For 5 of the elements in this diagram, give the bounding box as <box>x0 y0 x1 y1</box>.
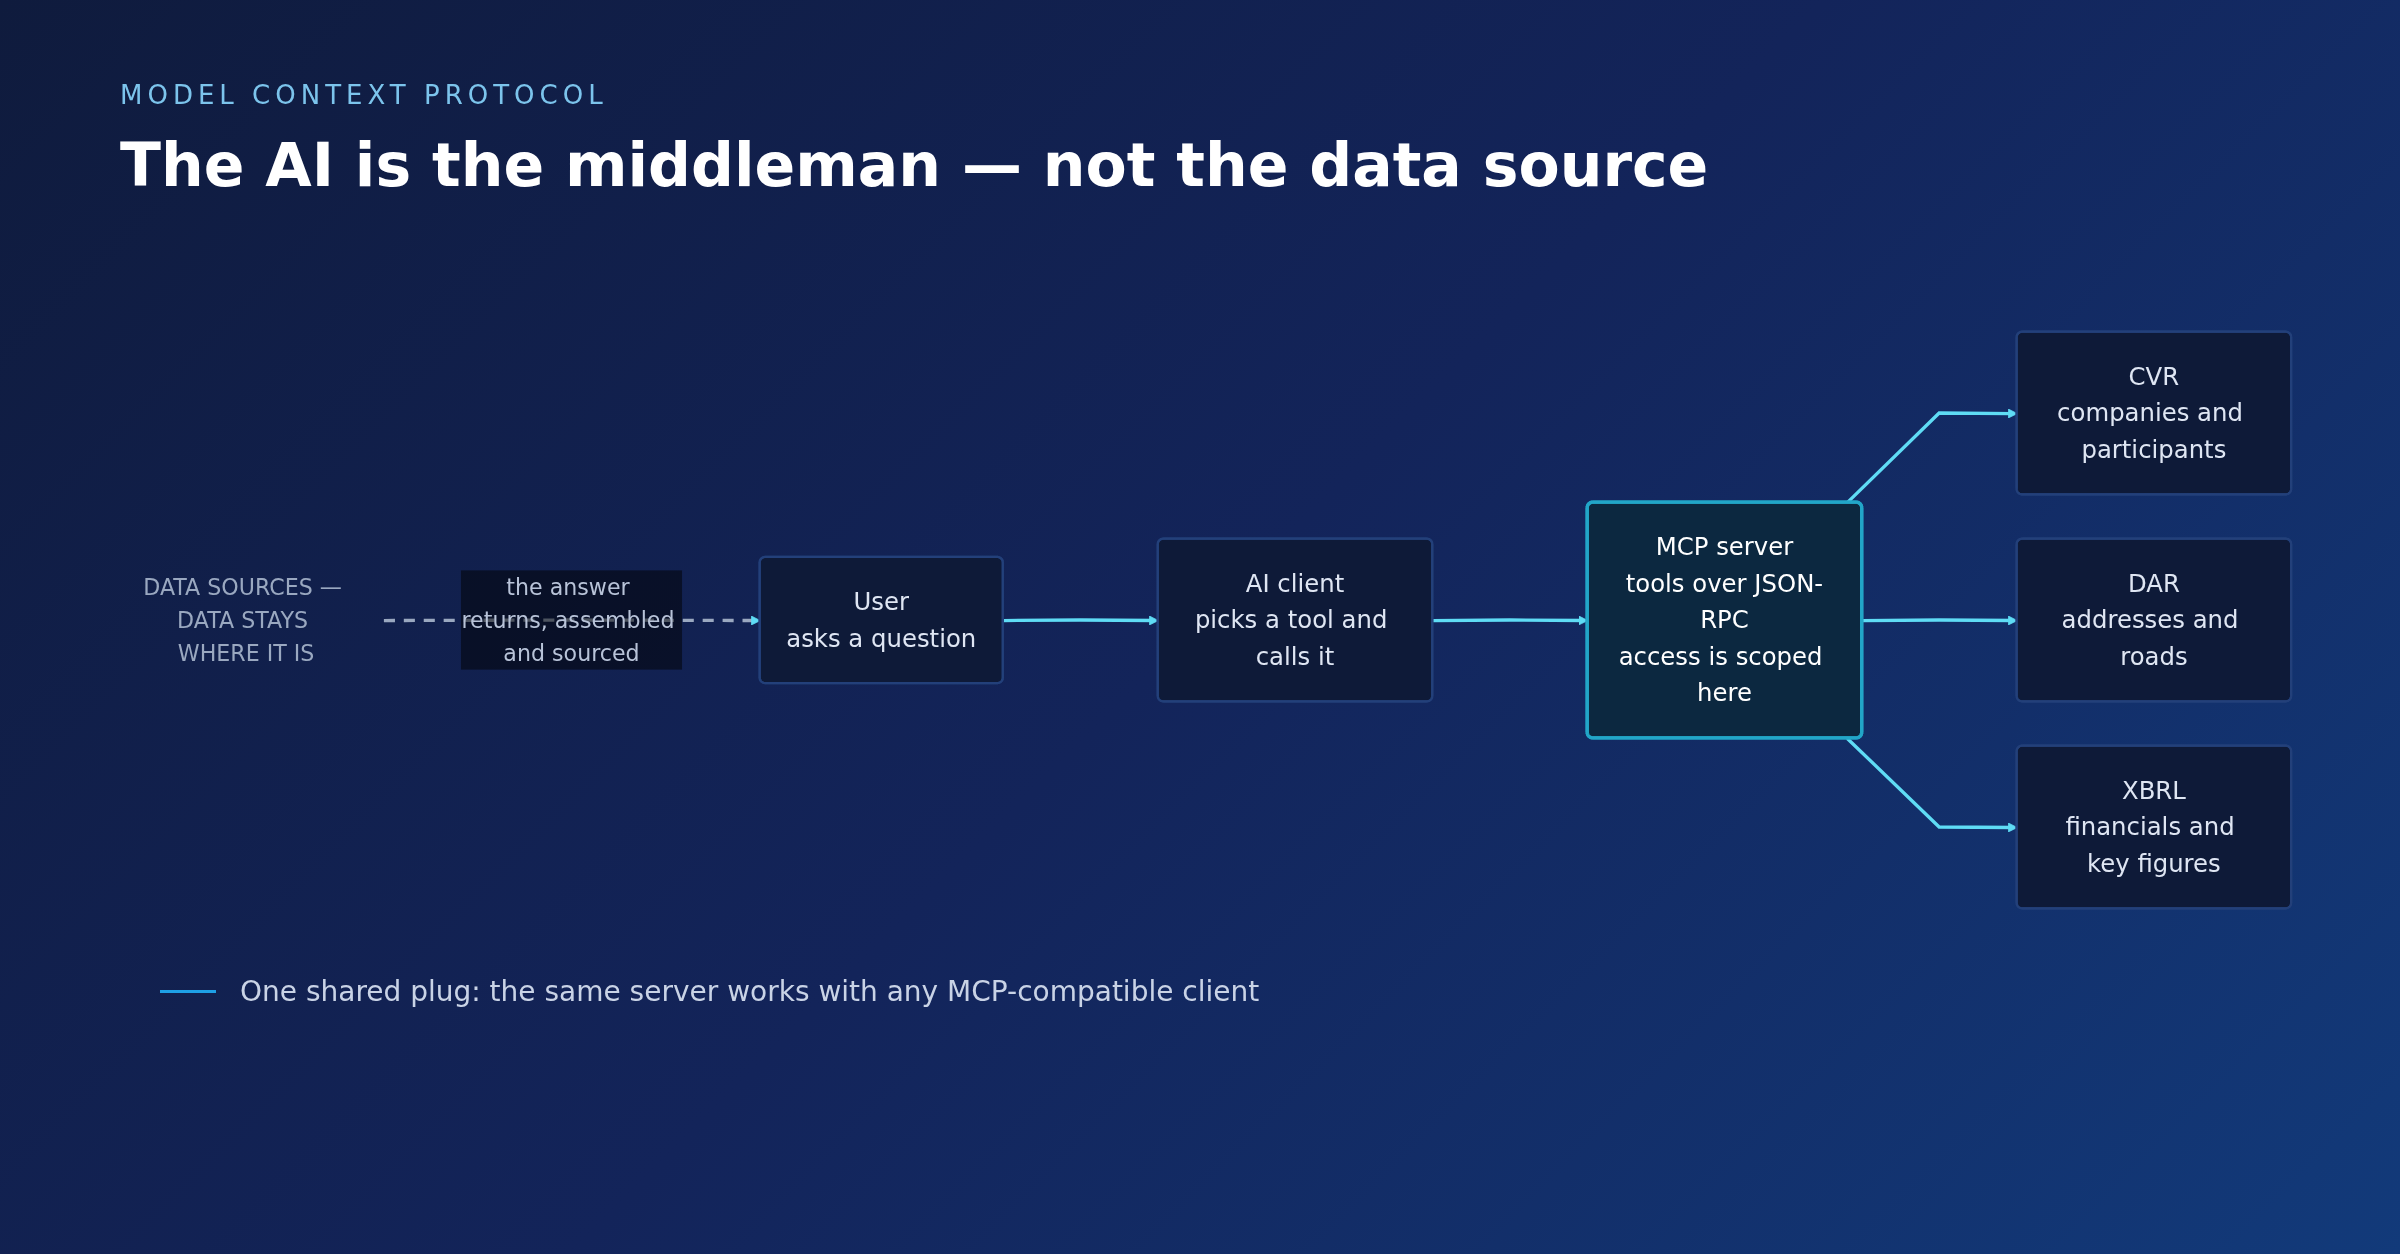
legend-text: One shared plug: the same server works with any MCP-compatible client <box>240 975 1260 1008</box>
edge-label: the answer returns, assembled and sourced <box>461 573 675 667</box>
kicker-text: MODEL CONTEXT PROTOCOL <box>120 80 608 110</box>
node-text: DATA SOURCES — DATA STAYS WHERE IT IS <box>143 573 342 667</box>
title: The AI is the middleman — not the data source <box>120 130 1709 200</box>
